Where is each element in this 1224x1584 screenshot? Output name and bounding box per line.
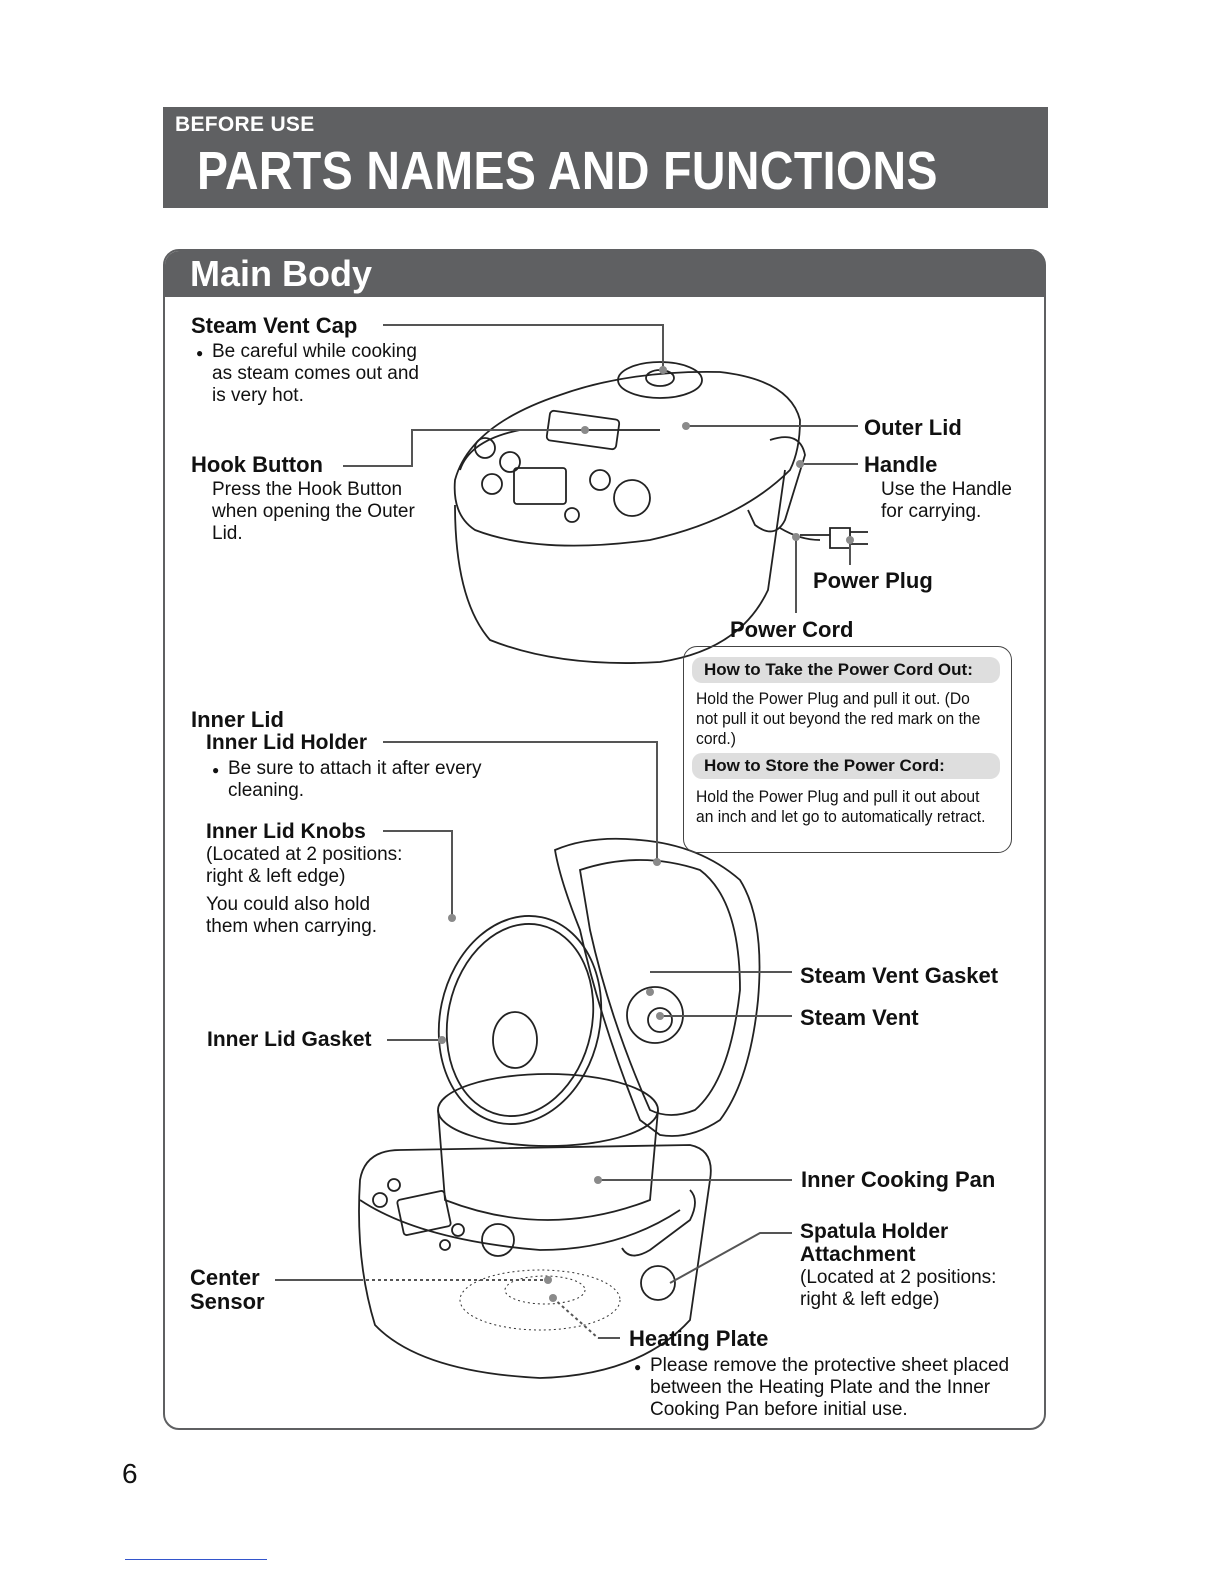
note-steam-vent-cap: Be careful while cooking as steam comes … <box>196 341 437 407</box>
note-inner-lid-knobs-carry: You could also hold them when carrying. <box>206 894 378 937</box>
label-heating-plate: Heating Plate <box>629 1326 769 1351</box>
label-inner-lid-gasket: Inner Lid Gasket <box>207 1028 372 1051</box>
label-outer-lid: Outer Lid <box>864 415 962 440</box>
label-handle: Handle <box>864 452 938 477</box>
label-steam-vent-cap: Steam Vent Cap <box>191 313 358 338</box>
note-heating-plate: Please remove the protective sheet place… <box>634 1355 1035 1421</box>
label-inner-cooking-pan: Inner Cooking Pan <box>801 1167 996 1192</box>
closed-cooker-body <box>454 469 786 664</box>
note-hook-button: Press the Hook Button when opening the O… <box>212 479 415 544</box>
footer-rule <box>125 1559 267 1560</box>
page-title: PARTS NAMES AND FUNCTIONS <box>197 141 938 201</box>
panel-header <box>165 251 1045 297</box>
note-spatula-holder: (Located at 2 positions: right & left ed… <box>800 1267 997 1310</box>
base-cooker <box>358 1144 712 1379</box>
label-inner-lid: Inner Lid <box>191 707 284 732</box>
label-power-plug: Power Plug <box>813 568 933 593</box>
label-power-cord: Power Cord <box>730 617 854 642</box>
panel-title: Main Body <box>190 253 373 294</box>
label-steam-vent: Steam Vent <box>800 1005 919 1030</box>
label-steam-vent-gasket: Steam Vent Gasket <box>800 963 999 988</box>
take-out-heading: How to Take the Power Cord Out: <box>692 657 1000 683</box>
label-spatula-holder: Spatula Holder Attachment <box>800 1220 949 1266</box>
note-handle: Use the Handle for carrying. <box>881 479 1012 522</box>
page-number: 6 <box>122 1458 138 1489</box>
steam-vent-cap-shape <box>617 361 703 399</box>
label-inner-lid-holder: Inner Lid Holder <box>206 731 368 754</box>
store-text: Hold the Power Plug and pull it out abou… <box>696 787 986 826</box>
main-body-panel <box>163 249 1046 1430</box>
header-bar <box>163 107 1048 208</box>
label-hook-button: Hook Button <box>191 452 323 477</box>
store-heading: How to Store the Power Cord: <box>692 753 1000 779</box>
power-cord-info-box: How to Take the Power Cord Out: Hold the… <box>683 646 1012 853</box>
take-out-text: Hold the Power Plug and pull it out. (Do… <box>696 689 981 748</box>
open-lid <box>553 837 761 1137</box>
closed-cooker-lid <box>453 370 801 547</box>
note-inner-lid-holder: Be sure to attach it after every cleanin… <box>212 758 508 802</box>
label-inner-lid-knobs: Inner Lid Knobs <box>206 820 366 843</box>
section-label: BEFORE USE <box>175 113 315 136</box>
inner-lid-shape <box>437 915 603 1125</box>
note-inner-lid-knobs: (Located at 2 positions: right & left ed… <box>206 844 403 887</box>
label-center-sensor: Center Sensor <box>190 1265 265 1314</box>
